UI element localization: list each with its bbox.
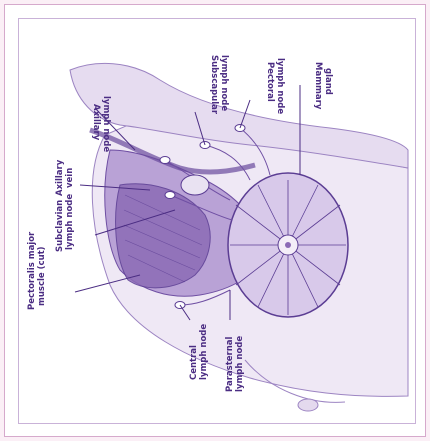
svg-text:vein: vein bbox=[65, 168, 75, 188]
label-mammary: Mammary gland bbox=[313, 62, 333, 110]
label-subclavian: Subclavian lymph node bbox=[55, 194, 75, 252]
svg-text:Pectoral: Pectoral bbox=[265, 62, 275, 102]
label-axillary-vein: Axillary vein bbox=[55, 159, 75, 196]
svg-text:Central: Central bbox=[189, 345, 199, 380]
nipple bbox=[285, 242, 291, 248]
svg-text:muscle (cut): muscle (cut) bbox=[37, 246, 47, 306]
svg-text:lymph node: lymph node bbox=[65, 194, 75, 250]
svg-text:Mammary: Mammary bbox=[313, 62, 323, 110]
label-subscapular: Subscapular lymph node bbox=[209, 55, 229, 115]
svg-text:Axillary: Axillary bbox=[55, 159, 65, 196]
svg-text:Subscapular: Subscapular bbox=[209, 55, 219, 115]
svg-text:Pectoralis major: Pectoralis major bbox=[27, 231, 37, 310]
svg-text:Parasternal: Parasternal bbox=[225, 336, 235, 392]
label-pectoral: Pectoral lymph node bbox=[265, 58, 285, 114]
svg-text:gland: gland bbox=[323, 68, 333, 95]
lower-nipple bbox=[298, 399, 318, 411]
svg-text:Subclavian: Subclavian bbox=[55, 200, 65, 252]
svg-text:lymph node: lymph node bbox=[275, 58, 285, 114]
svg-text:lymph node: lymph node bbox=[219, 55, 229, 111]
svg-text:lymph node: lymph node bbox=[235, 336, 245, 392]
svg-text:lymph node: lymph node bbox=[101, 96, 111, 152]
svg-text:lymph node: lymph node bbox=[199, 324, 209, 380]
label-parasternal: Parasternal lymph node bbox=[225, 336, 245, 392]
label-pectoralis: Pectoralis major muscle (cut) bbox=[27, 231, 47, 310]
svg-text:Axillary: Axillary bbox=[91, 104, 101, 141]
